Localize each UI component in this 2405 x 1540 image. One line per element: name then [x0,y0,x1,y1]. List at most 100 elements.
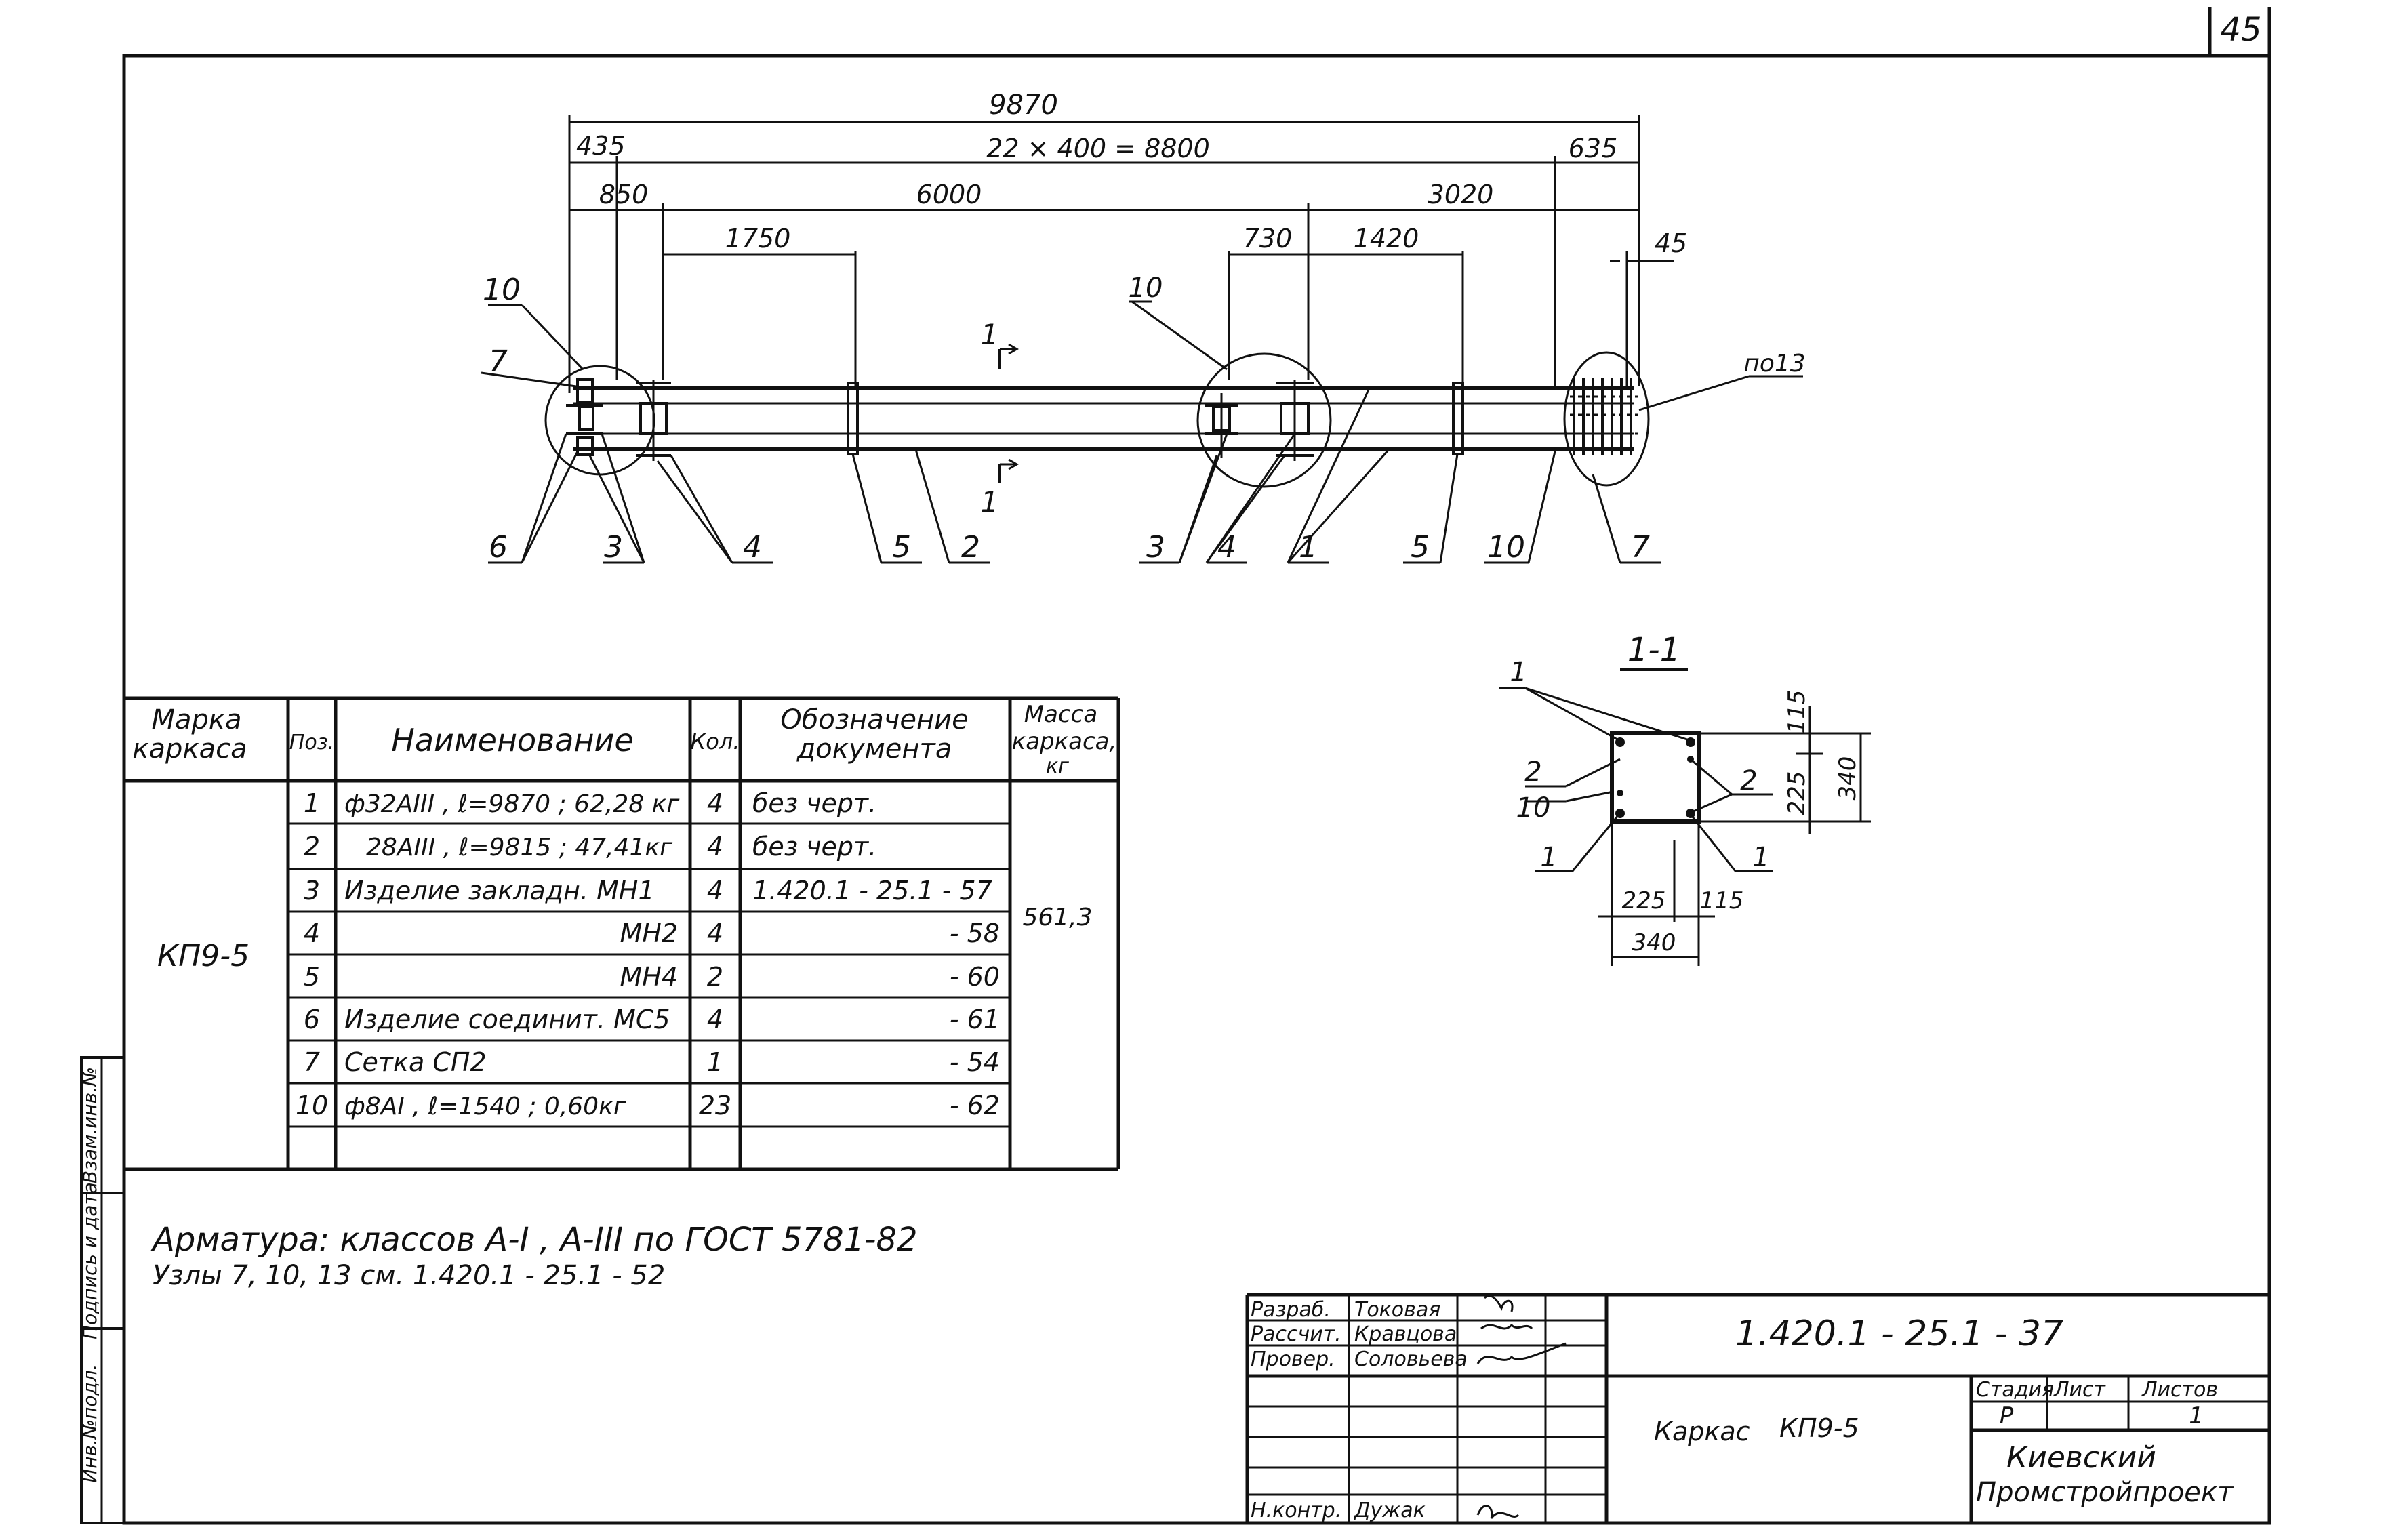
row-10-name: ф8АI , ℓ=1540 ; 0,60кг [344,1093,627,1120]
header-qty: Кол. [691,729,740,754]
sig-name-norm-control: Дужак [1353,1499,1426,1522]
callout-3-middle: 3 [1146,530,1165,565]
mesh-stirrups [1570,378,1638,455]
section-mark-bottom: 1 [981,485,999,519]
header-mass-3: кг [1046,754,1069,778]
header-mark-1: Марка [151,704,241,735]
dim-overall: 9870 [989,89,1058,121]
sig-role-calculated: Рассчит. [1251,1322,1341,1346]
dim-850: 850 [599,180,649,209]
note-nodes: Узлы 7, 10, 13 см. 1.420.1 - 25.1 - 52 [153,1260,665,1291]
dim-435: 435 [576,131,626,161]
callout-10-left: 10 [483,272,521,307]
section-label-1-top: 1 [1510,657,1527,688]
row-4-doc: - 58 [950,918,1000,948]
dim-3020: 3020 [1428,180,1494,209]
section-label-2-left: 2 [1524,756,1541,788]
section-label-1-left: 1 [1540,842,1557,873]
row-2-name: 28АIII , ℓ=9815 ; 47,41кг [366,834,673,862]
cell-frame-mass: 561,3 [1022,904,1092,931]
sig-name-calculated: Кравцова [1354,1322,1457,1346]
sheets-header: Листов [2141,1378,2218,1402]
stamp-inv-original: Инв.№подл. [79,1364,101,1482]
row-2-pos: 2 [304,832,320,862]
row-10-doc: - 62 [950,1091,1000,1120]
sig-name-checked: Соловьева [1354,1348,1468,1371]
row-2-qty: 4 [707,832,723,862]
callout-10-bottom: 10 [1487,530,1525,565]
dim-pitch: 22 × 400 = 8800 [986,134,1210,163]
row-7-doc: - 54 [950,1047,1000,1077]
stamp-swap-inv: Взам.инв.№ [79,1067,101,1183]
row-1-name: ф32АIII , ℓ=9870 ; 62,28 кг [344,790,680,818]
dim-1420: 1420 [1354,224,1419,254]
header-doc-1: Обозначение [780,704,969,735]
title-block: Разраб. Токовая Рассчит. Кравцова Провер… [1245,1293,2269,1523]
row-6-doc: - 61 [950,1005,1000,1034]
row-4-qty: 4 [707,918,723,948]
notes: Арматура: классов А-I , А-III по ГОСТ 57… [150,1221,918,1291]
row-6-qty: 4 [707,1005,723,1034]
section-dim-225-horizontal: 225 [1622,887,1666,914]
row-5-qty: 2 [707,962,723,992]
section-dim-340-horizontal: 340 [1632,929,1676,956]
row-3-doc: 1.420.1 - 25.1 - 57 [752,876,992,906]
sig-role-checked: Провер. [1251,1348,1335,1371]
callout-7-left: 7 [489,344,508,379]
drawing-code: 1.420.1 - 25.1 - 37 [1735,1314,2063,1354]
title-mark: КП9-5 [1779,1413,1859,1443]
section-dim-115-vertical: 115 [1783,690,1811,734]
sig-role-norm-control: Н.контр. [1251,1499,1341,1522]
section-1-1: 1-1 1 2 10 1 2 1 11 [1499,631,1871,966]
header-mass-1: Масса [1024,701,1097,728]
header-name: Наименование [391,722,633,758]
row-6-name: Изделие соединит. МС5 [344,1005,670,1034]
callout-2: 2 [961,530,980,565]
row-10-pos: 10 [296,1091,328,1120]
row-2-doc: без черт. [752,832,876,862]
row-1-qty: 4 [707,788,723,818]
sheet-frame [122,7,2271,1525]
row-7-qty: 1 [707,1047,723,1077]
sheets-value: 1 [2189,1402,2204,1430]
sig-name-developer: Токовая [1354,1298,1440,1322]
callout-7-right: 7 [1631,530,1650,565]
row-4-name: МН2 [620,918,678,948]
stage-value: Р [2000,1402,2014,1430]
dim-635: 635 [1569,134,1618,163]
specification-table: Марка каркаса Поз. Наименование Кол. Обо… [124,696,1120,1171]
row-3-name: Изделие закладн. МН1 [344,876,655,906]
note-reinforcement: Арматура: классов А-I , А-III по ГОСТ 57… [150,1221,918,1259]
sig-role-developer: Разраб. [1251,1298,1331,1322]
cell-frame-mark: КП9-5 [157,939,249,973]
row-5-name: МН4 [620,962,678,992]
side-stamp: Взам.инв.№ Подпись и дата Инв.№подл. [79,1056,125,1524]
section-dim-225-vertical: 225 [1783,771,1811,815]
header-doc-2: документа [796,733,952,765]
row-10-qty: 23 [699,1091,731,1120]
row-3-qty: 4 [707,876,723,906]
dim-730: 730 [1243,224,1293,254]
row-7-name: Сетка СП2 [344,1047,487,1077]
callout-1: 1 [1299,530,1318,565]
org-line-1: Киевский [2006,1440,2156,1475]
org-line-2: Промстройпроект [1976,1477,2234,1508]
callout-3-left: 3 [604,530,623,565]
callout-4-middle: 4 [1217,530,1236,565]
row-4-pos: 4 [304,918,320,948]
dim-1750: 1750 [725,224,791,254]
row-3-pos: 3 [304,876,320,906]
dim-6000: 6000 [916,180,982,209]
handwritten-signatures [1476,1295,1567,1519]
row-1-pos: 1 [304,788,320,818]
callout-10-middle: 10 [1129,272,1163,304]
header-pos: Поз. [289,731,334,754]
sheet-number: 45 [2220,11,2261,49]
callout-4-left: 4 [743,530,762,565]
callout-5-left: 5 [892,530,911,565]
stamp-sign-date: Подпись и дата [79,1182,101,1339]
sheet-header: Лист [2053,1378,2107,1402]
section-label-2-right: 2 [1740,765,1757,796]
section-label-10: 10 [1516,792,1551,824]
